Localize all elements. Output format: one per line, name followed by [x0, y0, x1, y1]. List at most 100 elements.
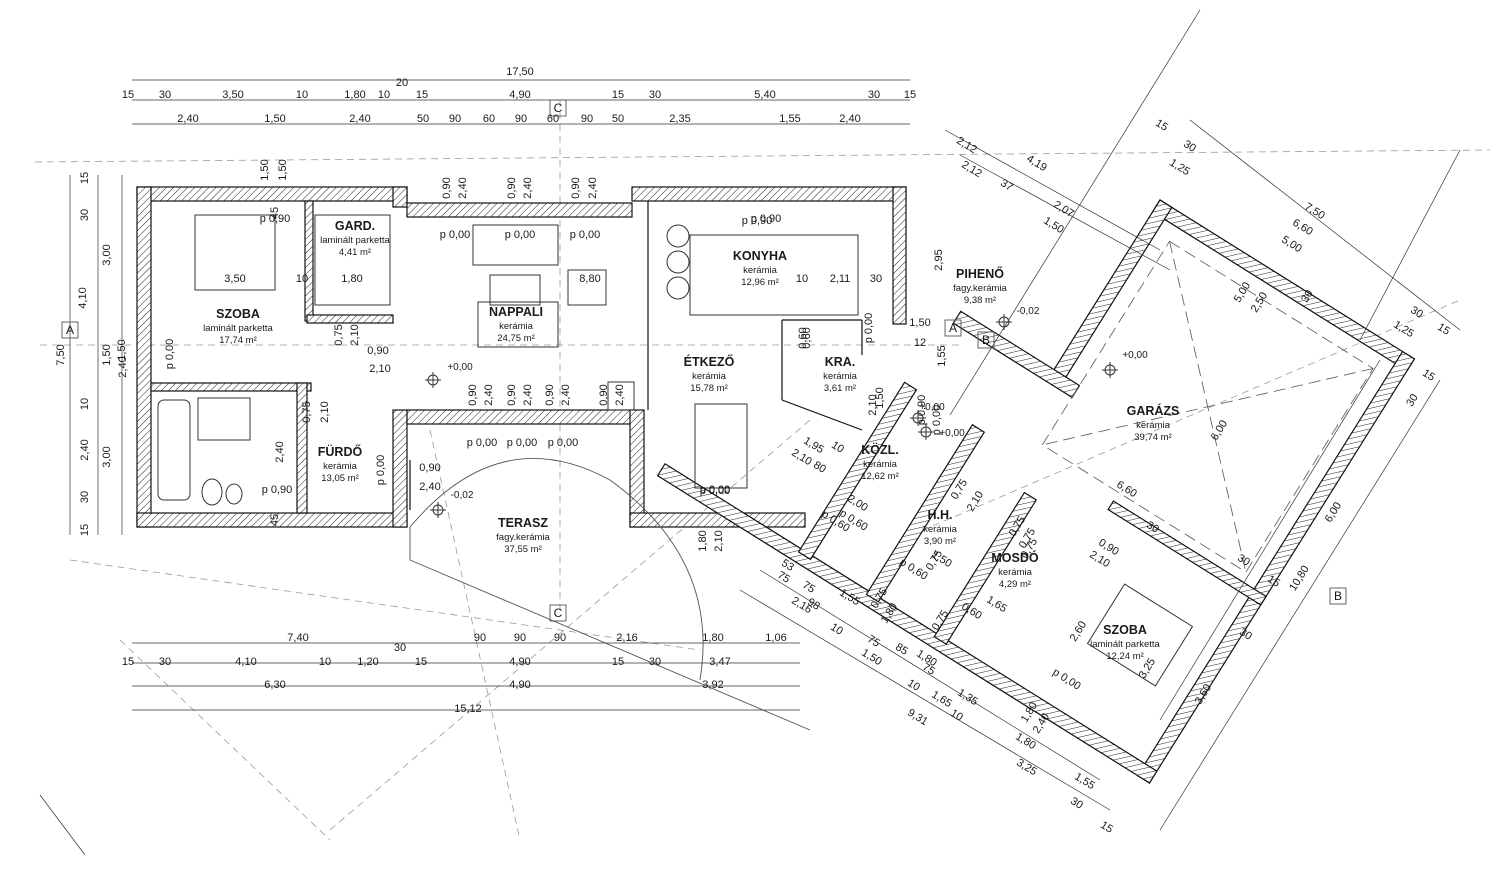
level-markers — [425, 314, 1118, 518]
dim-top-row2: 30 — [159, 89, 171, 101]
dim-right: 53 — [779, 557, 796, 574]
dim-bottom-row1: 30 — [394, 642, 406, 654]
section-label: B — [982, 333, 990, 347]
dim-right: 6,60 — [1290, 217, 1315, 239]
dim-bottom-row1: 1,06 — [765, 632, 786, 644]
dim-inner: 1,50 — [277, 159, 289, 180]
dim-right: 3,25 — [1014, 757, 1039, 779]
dim-right: 2,95 — [933, 249, 945, 270]
dim-top-row2: 15 — [122, 89, 134, 101]
dim-top-row3: 50 — [417, 113, 429, 125]
room-name: KONYHA — [733, 249, 787, 263]
dim-bottom-row2: 30 — [159, 656, 171, 668]
dim-bottom-row1: 90 — [514, 632, 526, 644]
fireplace — [607, 381, 635, 411]
dim-right: 30 — [1068, 795, 1085, 812]
armchair — [567, 269, 607, 306]
dim-top-row3: 1,55 — [779, 113, 800, 125]
dim-inner: 2,40 — [483, 384, 495, 405]
room-material: kerámia — [743, 265, 778, 276]
section-label: C — [554, 101, 563, 115]
kitchen-island — [689, 234, 859, 316]
furniture — [157, 214, 1194, 687]
dim-top-row2: 30 — [649, 89, 661, 101]
dim-top-row3: 60 — [547, 113, 559, 125]
dim-right: 10 — [948, 707, 965, 724]
room-material: kerámia — [923, 524, 958, 535]
bathtub — [157, 399, 191, 501]
dim-inner: 0,90 — [419, 462, 440, 474]
dim-inner: 2,40 — [587, 177, 599, 198]
room-material: fagy.kerámia — [953, 283, 1007, 294]
level-value: -0,02 — [1017, 306, 1040, 317]
level-value: +0,00 — [1122, 350, 1148, 361]
room-area: 4,41 m² — [339, 247, 371, 258]
dim-inner: p 0,90 — [916, 395, 928, 426]
dim-inner: 0,90 — [467, 384, 479, 405]
dim-bottom-row2: 15 — [122, 656, 134, 668]
room-material: kerámia — [998, 567, 1033, 578]
room-material: laminált parketta — [1090, 639, 1160, 650]
dim-top: 20 — [396, 77, 408, 89]
room-material: laminált parketta — [320, 235, 390, 246]
dim-right: 85 — [893, 641, 910, 658]
dim-top-row3: 2,35 — [669, 113, 690, 125]
dim-bottom-row2: 30 — [649, 656, 661, 668]
room-name: H.H. — [928, 508, 953, 522]
dim-inner: p 0,00 — [505, 229, 536, 241]
dim-right: 75 — [800, 579, 817, 596]
dim-right: 10,80 — [1287, 564, 1312, 594]
room-area: 12,24 m² — [1106, 651, 1144, 662]
dim-right: 6,60 — [1114, 479, 1139, 501]
shower — [197, 397, 251, 441]
dim-top-row3: 90 — [449, 113, 461, 125]
dim-left: 4,10 — [77, 287, 89, 308]
section-label: A — [66, 323, 74, 337]
dim-inner: 1,50 — [909, 317, 930, 329]
dim-right: 30 — [1237, 626, 1254, 643]
dim-right: 75 — [920, 661, 937, 678]
dim-right: 15 — [1435, 321, 1452, 338]
level-value: +0,00 — [447, 362, 473, 373]
dim-bottom-row3: 4,90 — [509, 679, 530, 691]
dim-bottom-row3: 3,92 — [702, 679, 723, 691]
dim-inner: 0,75 — [301, 401, 313, 422]
room-name: SZOBA — [216, 307, 260, 321]
dim-left: 30 — [79, 491, 91, 503]
room-material: fagy.kerámia — [496, 532, 550, 543]
dim-right: 1,50 — [859, 647, 884, 669]
dim-right: 15 — [1265, 573, 1282, 590]
dim-inner: 2,10 — [713, 530, 725, 551]
dim-inner: 12 — [914, 337, 926, 349]
dim-right: 10 — [829, 439, 846, 456]
sofa — [472, 224, 559, 266]
dim-inner: 2,10 — [319, 401, 331, 422]
dim-right: 30 — [1404, 392, 1421, 409]
dim-bottom-row2: 3,47 — [709, 656, 730, 668]
dim-top-row3: 90 — [515, 113, 527, 125]
dim-inner: 10 — [796, 273, 808, 285]
room-name: TERASZ — [498, 516, 548, 530]
dim-top-row2: 3,50 — [222, 89, 243, 101]
bed-left — [194, 214, 276, 291]
dim-right: 1,65 — [984, 594, 1009, 616]
dim-right: 1,35 — [955, 687, 980, 709]
dim-bottom-row2: 4,90 — [509, 656, 530, 668]
section-label: A — [949, 321, 957, 335]
room-area: 12,96 m² — [741, 277, 779, 288]
room-name: FÜRDŐ — [318, 444, 363, 459]
dim-inner: 0,90 — [598, 384, 610, 405]
dim-right: 6,00 — [1209, 418, 1231, 443]
dim-inner: 2,40 — [560, 384, 572, 405]
dim-top-row2: 15 — [904, 89, 916, 101]
dim-inner: p 0,90 — [262, 484, 293, 496]
room-area: 13,05 m² — [321, 473, 359, 484]
dim-right: 9,31 — [905, 707, 930, 729]
dim-right: 30 — [1144, 519, 1161, 536]
wc — [201, 478, 223, 506]
room-area: 39,74 m² — [1134, 432, 1172, 443]
dim-right: 37 — [998, 177, 1015, 194]
dim-top-row2: 15 — [612, 89, 624, 101]
